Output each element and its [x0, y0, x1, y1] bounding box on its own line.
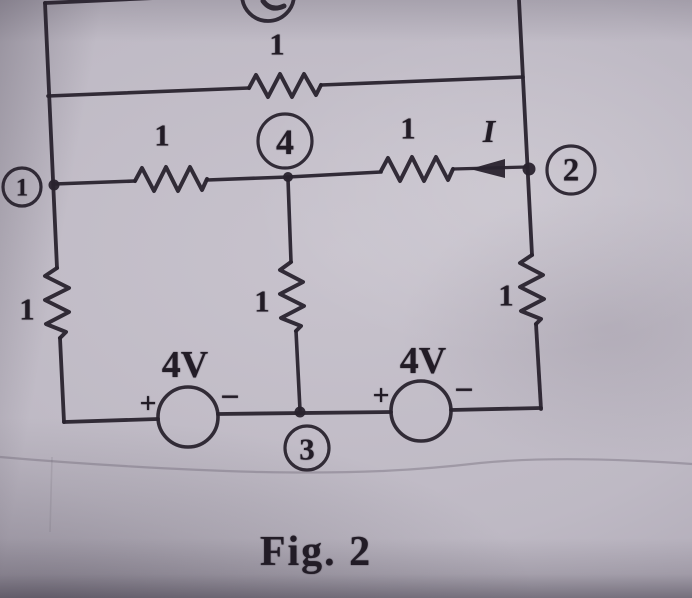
wire-mid-node1-to-resistor [52, 179, 137, 186]
wire-bottom-left [62, 417, 160, 424]
voltage-source-right-circle [389, 379, 453, 443]
wire-mid-node4-to-resistor [286, 170, 383, 179]
resistor-middle-vertical [278, 260, 306, 333]
resistor-left-vertical [43, 266, 71, 340]
wire-right-vertical-lower [534, 322, 543, 411]
cropped-source-circle [240, 0, 296, 23]
node-circle-1 [1, 166, 43, 208]
figure-caption: Fig. 2 [259, 529, 373, 575]
wire-row2-left [46, 86, 251, 98]
resistor-label-mid-right: 1 [400, 110, 416, 146]
wire-center-branch-upper [286, 177, 293, 264]
node-circle-2 [545, 144, 597, 196]
resistor-label-left-vertical: 1 [19, 291, 35, 327]
wire-top-left [43, 0, 153, 5]
resistor-label-right-vertical: 1 [498, 277, 514, 313]
node-label-1: 1 [15, 174, 29, 202]
resistor-label-top: 1 [269, 26, 285, 62]
source-right-value: 4V [399, 340, 447, 382]
source-right-plus: + [372, 379, 390, 412]
wire-left-vertical-upper [43, 1, 59, 270]
current-arrowhead [470, 159, 505, 178]
page-crease [0, 455, 692, 474]
node-circle-4 [256, 112, 314, 170]
node-label-4: 4 [276, 122, 294, 162]
wire-right-vertical-upper [517, 0, 534, 257]
resistor-label-mid-left: 1 [154, 117, 170, 153]
node-label-3: 3 [299, 431, 315, 467]
source-left-plus: + [139, 387, 157, 420]
node-label-2: 2 [562, 152, 580, 189]
wire-bottom-right [449, 406, 543, 412]
source-right-minus: − [454, 372, 474, 409]
junction-dot-node2 [522, 162, 536, 176]
cropped-source-mark [260, 0, 287, 11]
resistor-top [247, 72, 323, 99]
node-circle-3 [283, 424, 331, 472]
resistor-mid-right [379, 155, 455, 183]
wire-mid-resistor-to-node4 [205, 175, 290, 182]
junction-dot-node1 [48, 179, 60, 191]
page-crease-vertical [49, 456, 53, 533]
source-left-value: 4V [161, 344, 209, 386]
resistor-right-vertical [518, 253, 546, 326]
wire-left-vertical-lower [58, 336, 66, 424]
wire-center-branch-lower [294, 329, 302, 412]
voltage-source-left-circle [156, 385, 220, 449]
source-left-minus: − [220, 379, 240, 416]
resistor-mid-left [133, 165, 209, 193]
junction-dot-node4 [283, 172, 293, 182]
resistor-label-middle-vertical: 1 [254, 283, 270, 319]
wire-row2-right [319, 75, 525, 87]
current-label: I [482, 113, 496, 149]
junction-dot-node3 [294, 406, 306, 418]
